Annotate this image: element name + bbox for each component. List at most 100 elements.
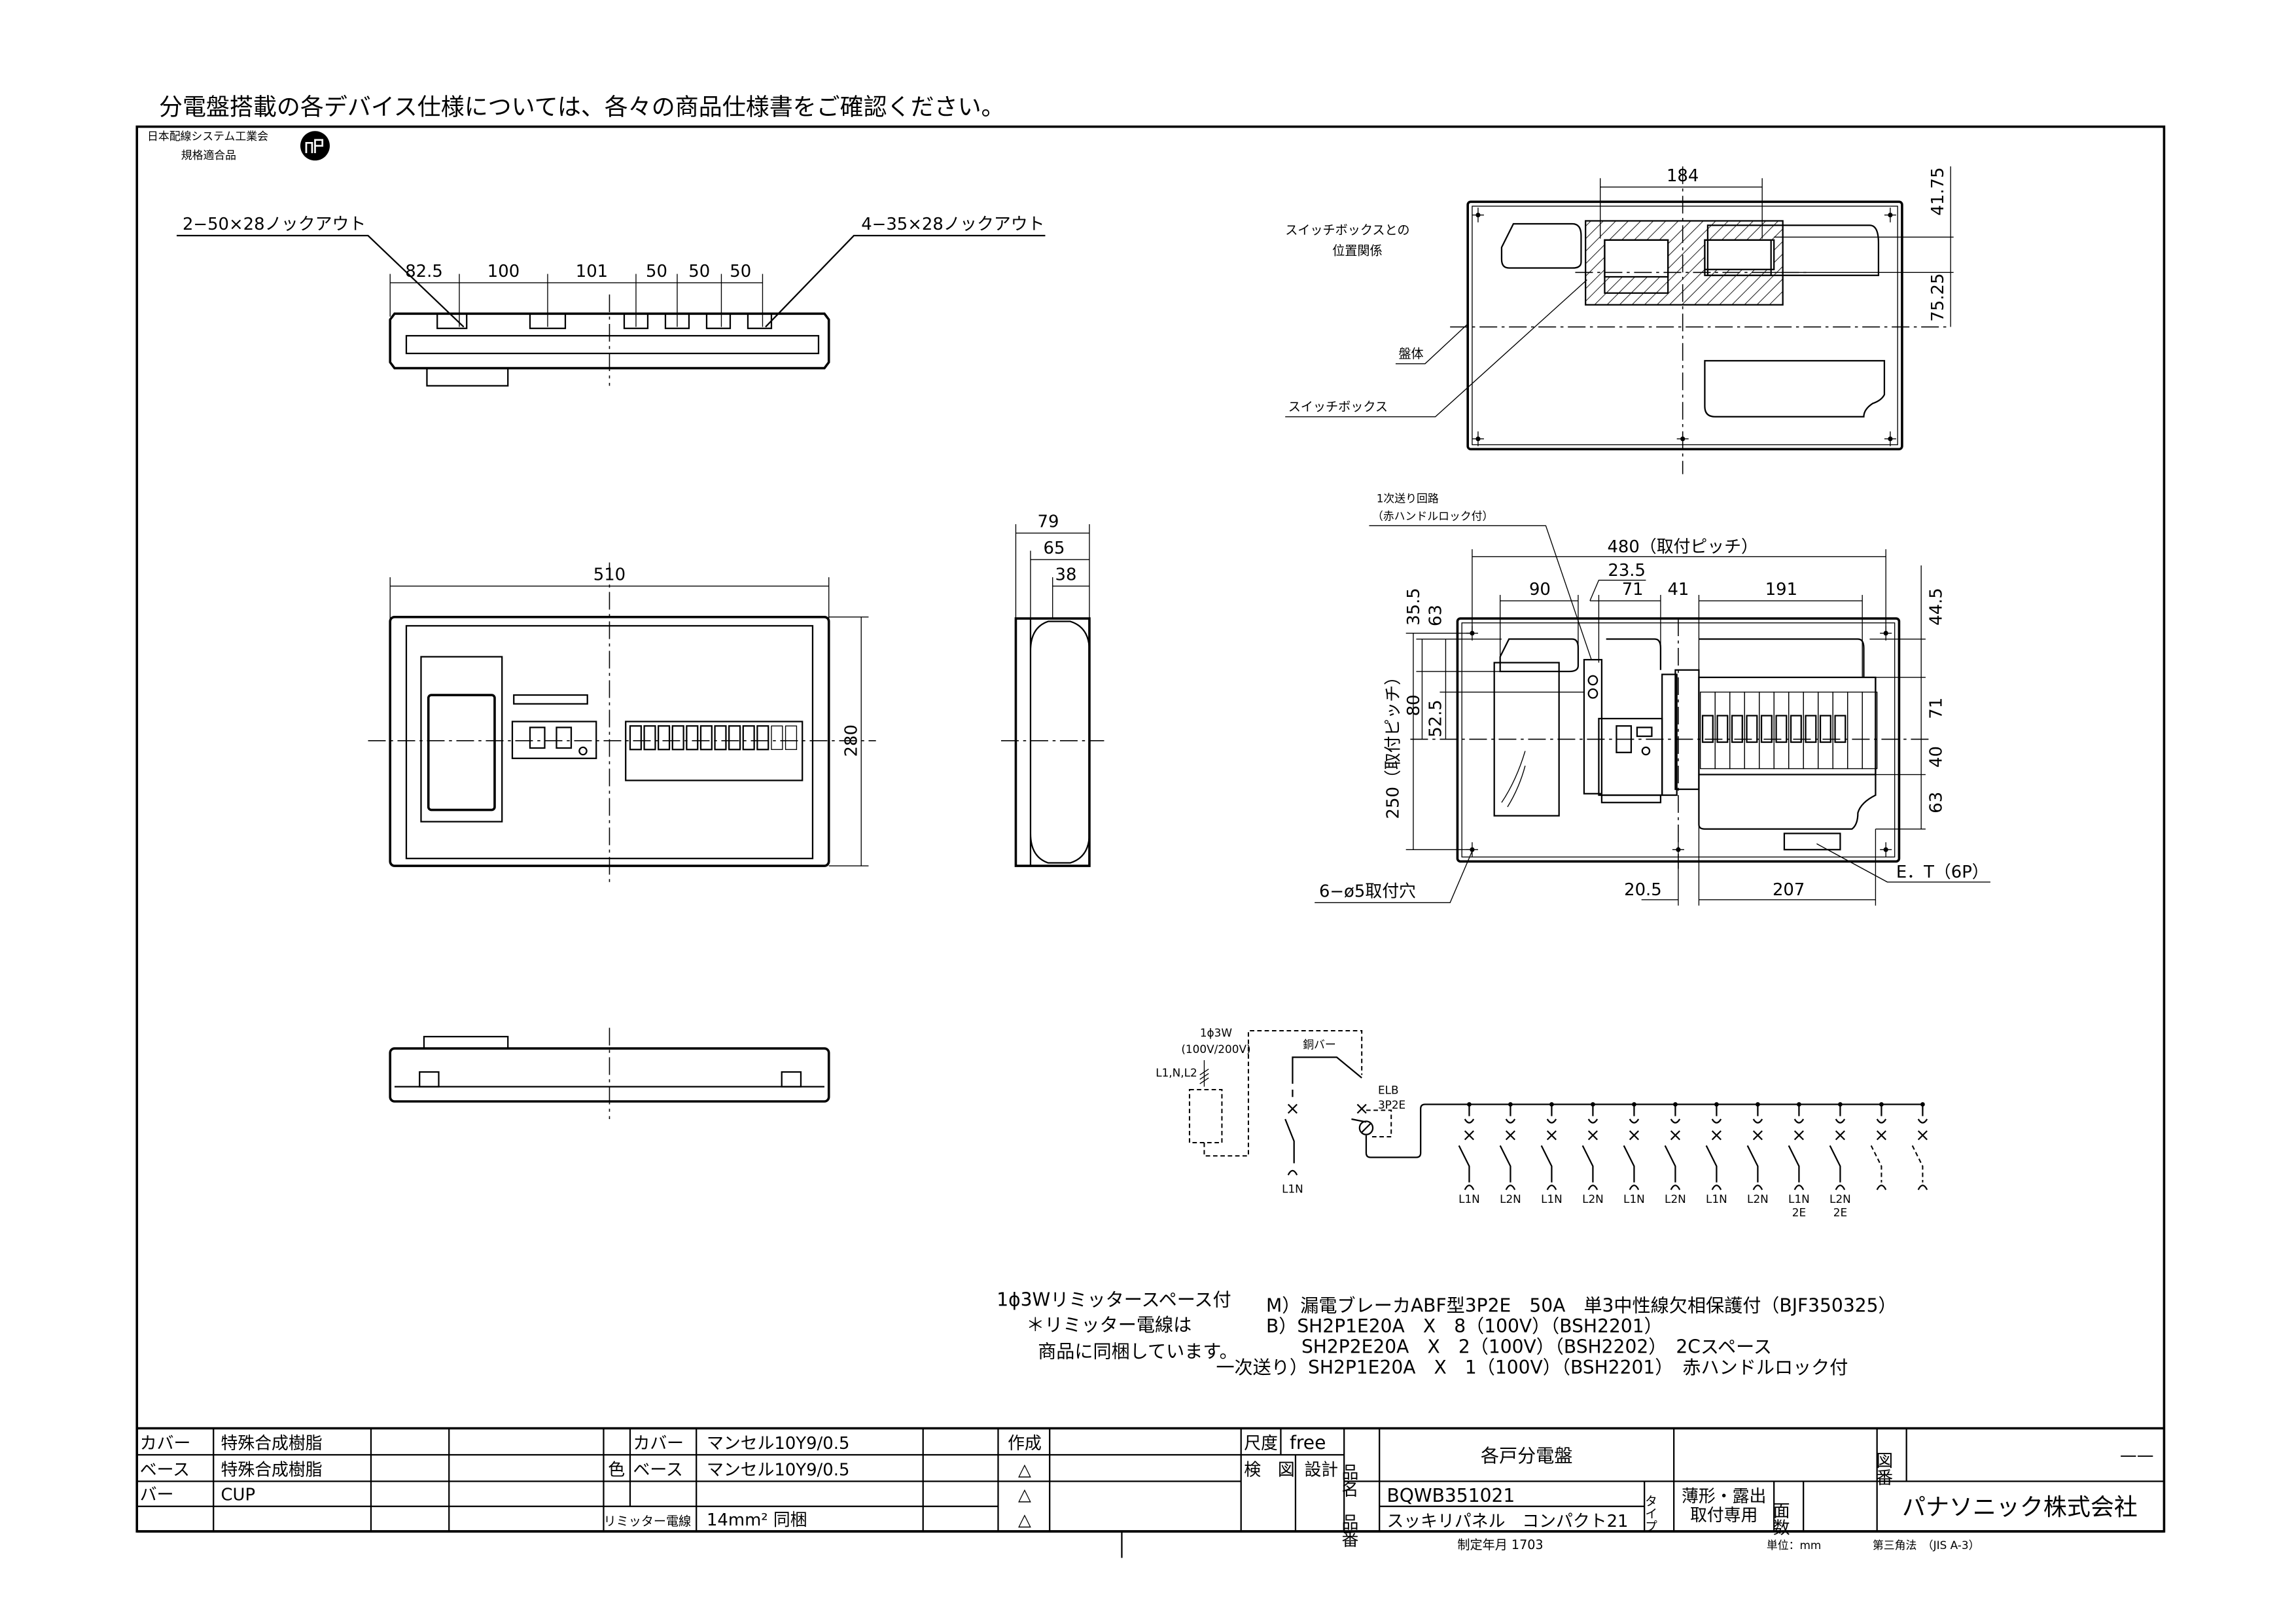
pitch-horizontal-dim: 480（取付ピッチ） xyxy=(1607,537,1757,557)
breaker-contact-icon xyxy=(1464,1130,1474,1141)
type-label: タイプ xyxy=(1643,1495,1658,1532)
branch-breaker-slot xyxy=(785,725,798,750)
revision-mark: △ xyxy=(1018,1460,1031,1480)
projection-label: 第三角法 （JIS A-3） xyxy=(1873,1539,1980,1552)
note-left: 商品に同梱しています。 xyxy=(1038,1341,1238,1363)
breaker-terminal-icon xyxy=(1587,1104,1598,1124)
branch-breaker xyxy=(1716,715,1729,743)
branch-circuit xyxy=(1911,1102,1928,1190)
established-date: 制定年月 1703 xyxy=(1457,1537,1543,1552)
elb-type: 3P2E xyxy=(1378,1098,1405,1111)
branch-label: L2N xyxy=(1829,1192,1851,1205)
branch-breaker-slot xyxy=(629,725,642,751)
breaker-contact-icon xyxy=(1546,1130,1557,1141)
branch-breaker-slot xyxy=(714,725,727,751)
header-note: 分電盤搭載の各デバイス仕様については、各々の商品仕様書をご確認ください。 xyxy=(159,94,1005,121)
branch-sublabel: 2E xyxy=(1792,1206,1806,1219)
mounting-hole-icon xyxy=(1883,847,1888,852)
breaker-contact-icon xyxy=(1876,1130,1886,1141)
breaker-terminal-icon xyxy=(1835,1104,1846,1124)
branch-label: L1N xyxy=(1541,1192,1563,1205)
branch-breaker xyxy=(1834,715,1846,743)
spec-line: M）漏電ブレーカABF型3P2E 50A 単3中性線欠相保護付（BJF35032… xyxy=(1266,1295,1897,1317)
switchbox-label: スイッチボックス xyxy=(1288,399,1388,414)
breaker-switch-icon xyxy=(1581,1145,1594,1183)
top-dim: 82.5 xyxy=(405,262,443,281)
branch-breaker-slot xyxy=(699,725,713,751)
breaker-contact-icon xyxy=(1670,1130,1680,1141)
internal-view: 1次送り回路 （赤ハンドルロック付） 480（取付ピッチ） 23.5 90 71… xyxy=(1315,491,1990,906)
load-terminal-icon xyxy=(1546,1185,1557,1190)
bottom-view xyxy=(389,1027,830,1120)
branch-breaker-slot xyxy=(686,725,699,751)
switchbox-view: スイッチボックスとの 位置関係 盤体 スイッチボックス 184 41.75 75… xyxy=(1285,166,1954,474)
type-value: 薄形・露出 xyxy=(1682,1487,1766,1507)
load-terminal-icon xyxy=(1793,1185,1805,1190)
branch-breaker xyxy=(1775,715,1788,743)
front-view: 510 280 xyxy=(368,562,876,884)
switchbox-top-dim: 41.75 xyxy=(1928,168,1948,216)
material-part: カバー xyxy=(140,1434,191,1454)
top-dim: 50 xyxy=(688,262,710,281)
load-terminal-icon xyxy=(1505,1185,1516,1190)
revision-mark: △ xyxy=(1018,1486,1031,1505)
series-name: スッキリパネル コンパクト21 xyxy=(1386,1512,1628,1531)
title-block: カバー 特殊合成樹脂 ベース 特殊合成樹脂 バー CUP 色 カバー マンセル1… xyxy=(137,1427,2164,1558)
product-name: 各戸分電盤 xyxy=(1481,1445,1573,1467)
branch-circuit: L1N xyxy=(1623,1102,1645,1205)
mounting-hole-icon xyxy=(1680,436,1686,442)
branch-circuit: L1N xyxy=(1705,1102,1727,1205)
branch-label: L1N xyxy=(1458,1192,1480,1205)
branch-breaker-slot xyxy=(771,725,783,750)
scale-label: 尺度 xyxy=(1244,1434,1278,1454)
notes: 1ϕ3Wリミッタースペース付 ＊リミッター電線は 商品に同梱しています。 M）漏… xyxy=(997,1289,1896,1378)
top-dim: 50 xyxy=(646,262,667,281)
right-dim: 71 xyxy=(1927,698,1947,719)
branch-breaker xyxy=(1731,715,1743,743)
branch-label: L2N xyxy=(1747,1192,1769,1205)
breaker-terminal-icon xyxy=(1464,1104,1475,1124)
top-dim: 191 xyxy=(1765,580,1797,599)
breaker-contact-icon xyxy=(1752,1130,1763,1141)
breaker-switch-icon xyxy=(1458,1145,1470,1183)
breaker-terminal-icon xyxy=(1505,1104,1516,1124)
load-terminal-icon xyxy=(1752,1185,1763,1190)
branch-breaker-slot xyxy=(742,725,755,751)
branch-breaker xyxy=(1701,715,1714,743)
branch-breaker-slot xyxy=(756,725,769,751)
material-value: 特殊合成樹脂 xyxy=(221,1460,322,1480)
faces-label: 面数 xyxy=(1770,1502,1790,1536)
mounting-hole-icon xyxy=(1676,847,1681,852)
material-part: ベース xyxy=(140,1460,190,1480)
branch-circuit: L1N xyxy=(1458,1102,1480,1205)
product-no: BQWB351021 xyxy=(1386,1485,1515,1507)
mounting-hole-icon xyxy=(1470,847,1475,852)
load-terminal-icon xyxy=(1629,1185,1640,1190)
load-terminal-icon xyxy=(1464,1185,1475,1190)
unit-label: 単位：mm xyxy=(1767,1539,1821,1552)
product-no-label: 品番 xyxy=(1339,1514,1358,1548)
limiter-wire-value: 14mm² 同梱 xyxy=(707,1510,807,1530)
top-dim: 101 xyxy=(576,262,608,281)
breaker-switch-icon xyxy=(1623,1145,1635,1183)
breaker-terminal-icon xyxy=(1711,1104,1722,1124)
branch-circuit: L1N xyxy=(1540,1102,1563,1205)
breaker-terminal-icon xyxy=(1793,1104,1805,1124)
branch-breaker-slot xyxy=(1862,691,1878,770)
top-view: 2−50×28ノックアウト 4−35×28ノックアウト 82.5 100 101… xyxy=(176,215,1046,387)
knockout-left-label: 2−50×28ノックアウト xyxy=(183,215,366,234)
breaker-contact-icon xyxy=(1711,1130,1722,1141)
branch-label: L1N xyxy=(1788,1192,1810,1205)
first-circuit-wire-label: L1N xyxy=(1282,1183,1303,1196)
breaker-switch-icon xyxy=(1829,1145,1841,1183)
breaker-switch-icon xyxy=(1746,1145,1759,1183)
left-dim: 80 xyxy=(1404,694,1424,716)
breaker-switch-icon xyxy=(1705,1145,1718,1183)
mounting-hole-icon xyxy=(1475,436,1481,442)
branch-breaker xyxy=(1760,715,1773,743)
earth-terminal-label: E．T（6P） xyxy=(1896,863,1989,882)
mounting-holes xyxy=(1472,207,1896,446)
created-label: 作成 xyxy=(1008,1434,1042,1454)
branch-breaker xyxy=(1805,715,1817,743)
